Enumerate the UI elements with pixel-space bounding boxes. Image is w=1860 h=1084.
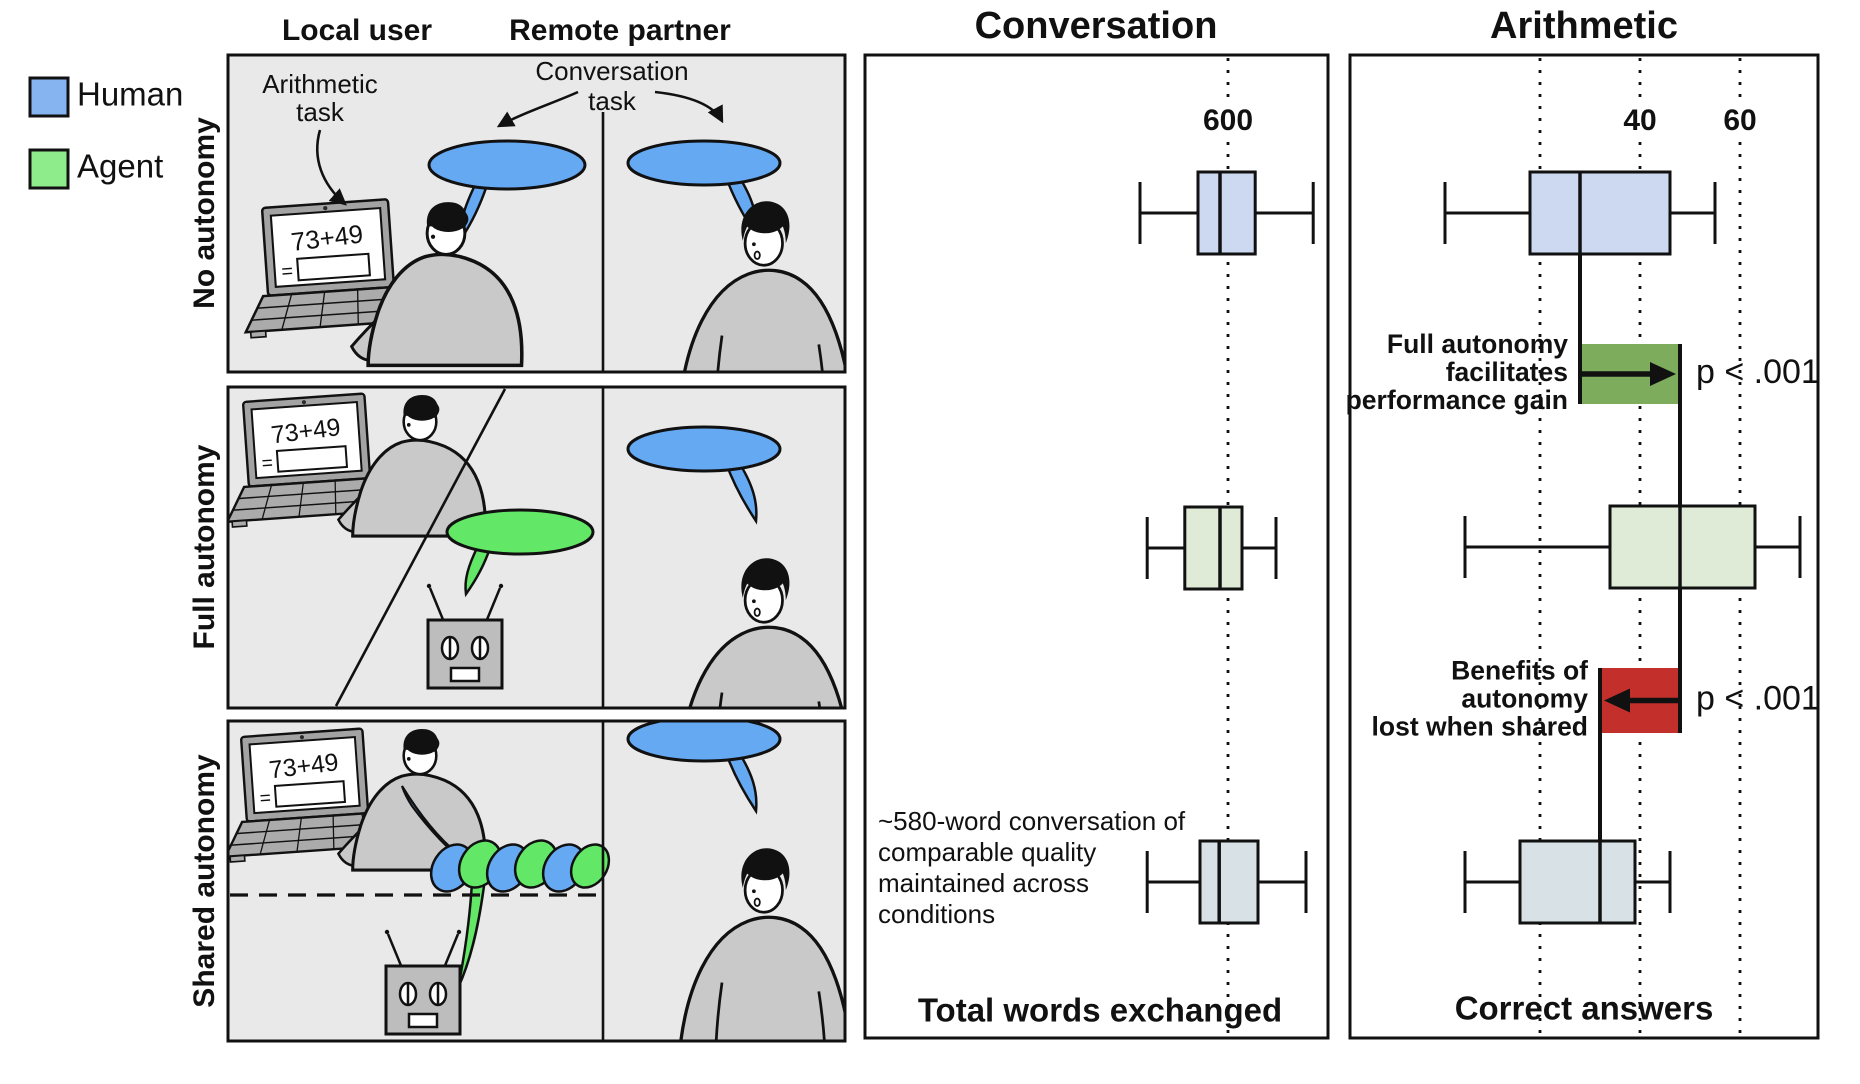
row-label-no-autonomy: No autonomy (188, 117, 221, 309)
speech-bubble-human-remote (626, 425, 782, 525)
loss-note-text: Benefits of autonomy lost when shared (1372, 656, 1589, 742)
gain-arrow-icon (1650, 362, 1676, 386)
legend-human-label: Human (77, 76, 183, 113)
arithmetic-xlabel: Correct answers (1455, 990, 1714, 1027)
arithmetic-task-label: task (296, 97, 345, 127)
conversation-title: Conversation (975, 5, 1218, 47)
boxplot-arithmetic-1 (1463, 504, 1802, 590)
arithmetic-tick-60: 60 (1723, 104, 1756, 137)
diagonal-separator (334, 388, 507, 707)
header-local-user: Local user (282, 14, 432, 47)
conversation-task-label: task (588, 86, 637, 116)
boxplot-conversation-0 (1138, 170, 1315, 256)
gain-note-line: Full autonomy (1387, 329, 1568, 359)
conversation-annotation: ~580-word conversation of comparable qua… (878, 806, 1186, 929)
annotation-line: comparable quality (878, 837, 1096, 867)
conversation-xlabel: Total words exchanged (918, 992, 1282, 1029)
arithmetic-boxplots (1443, 170, 1802, 925)
annotation-line: conditions (878, 899, 995, 929)
legend-agent-label: Agent (77, 148, 163, 185)
arrow-to-remote-bubble (654, 90, 724, 124)
panel-border (226, 385, 847, 710)
significance-bands (1578, 254, 1682, 841)
row-label-shared-autonomy: Shared autonomy (188, 754, 221, 1008)
conversation-boxplots (1138, 170, 1315, 925)
speech-bubble-braided (429, 839, 611, 893)
comic-row-no-autonomy: Arithmetic task Conversation task (226, 53, 847, 374)
panel-border (226, 53, 847, 374)
panel-border (226, 719, 847, 1043)
arrow-to-laptop (316, 129, 347, 206)
gain-p-value: p < .001 (1696, 353, 1820, 391)
conversation-task-label: Conversation (535, 56, 688, 86)
tick-label-backgrounds (1195, 103, 1773, 141)
gain-note-line: performance gain (1346, 385, 1568, 415)
boxplot-conversation-1 (1145, 505, 1278, 591)
legend-human-swatch (28, 76, 70, 118)
arithmetic-tick-40: 40 (1623, 104, 1656, 137)
speech-bubble-human-remote (626, 721, 782, 815)
boxplot-arithmetic-0 (1443, 170, 1717, 256)
annotation-line: maintained across (878, 868, 1089, 898)
conversation-ref-tick-600: 600 (1203, 104, 1253, 137)
comic-row-full-autonomy (226, 385, 847, 710)
legend-agent-swatch (28, 148, 70, 190)
header-remote-partner: Remote partner (509, 14, 731, 47)
annotation-line: ~580-word conversation of (878, 806, 1186, 836)
loss-note-line: lost when shared (1372, 712, 1588, 742)
loss-note-line: autonomy (1461, 684, 1588, 714)
speech-bubble-agent (445, 508, 595, 598)
boxplot-arithmetic-2 (1463, 839, 1672, 925)
gain-note-line: facilitates (1446, 357, 1568, 387)
arithmetic-title: Arithmetic (1490, 5, 1678, 47)
boxplot-conversation-2 (1145, 839, 1308, 925)
gain-note-text: Full autonomy facilitates performance ga… (1346, 329, 1569, 415)
comic-row-shared-autonomy (226, 719, 847, 1043)
loss-p-value: p < .001 (1696, 679, 1820, 717)
loss-note-line: Benefits of (1451, 656, 1588, 686)
arrow-to-local-bubble (496, 90, 579, 128)
loss-arrow-icon (1604, 688, 1630, 713)
row-label-full-autonomy: Full autonomy (188, 444, 221, 649)
legend: Human Agent (28, 76, 183, 190)
arithmetic-task-label: Arithmetic (262, 69, 378, 99)
